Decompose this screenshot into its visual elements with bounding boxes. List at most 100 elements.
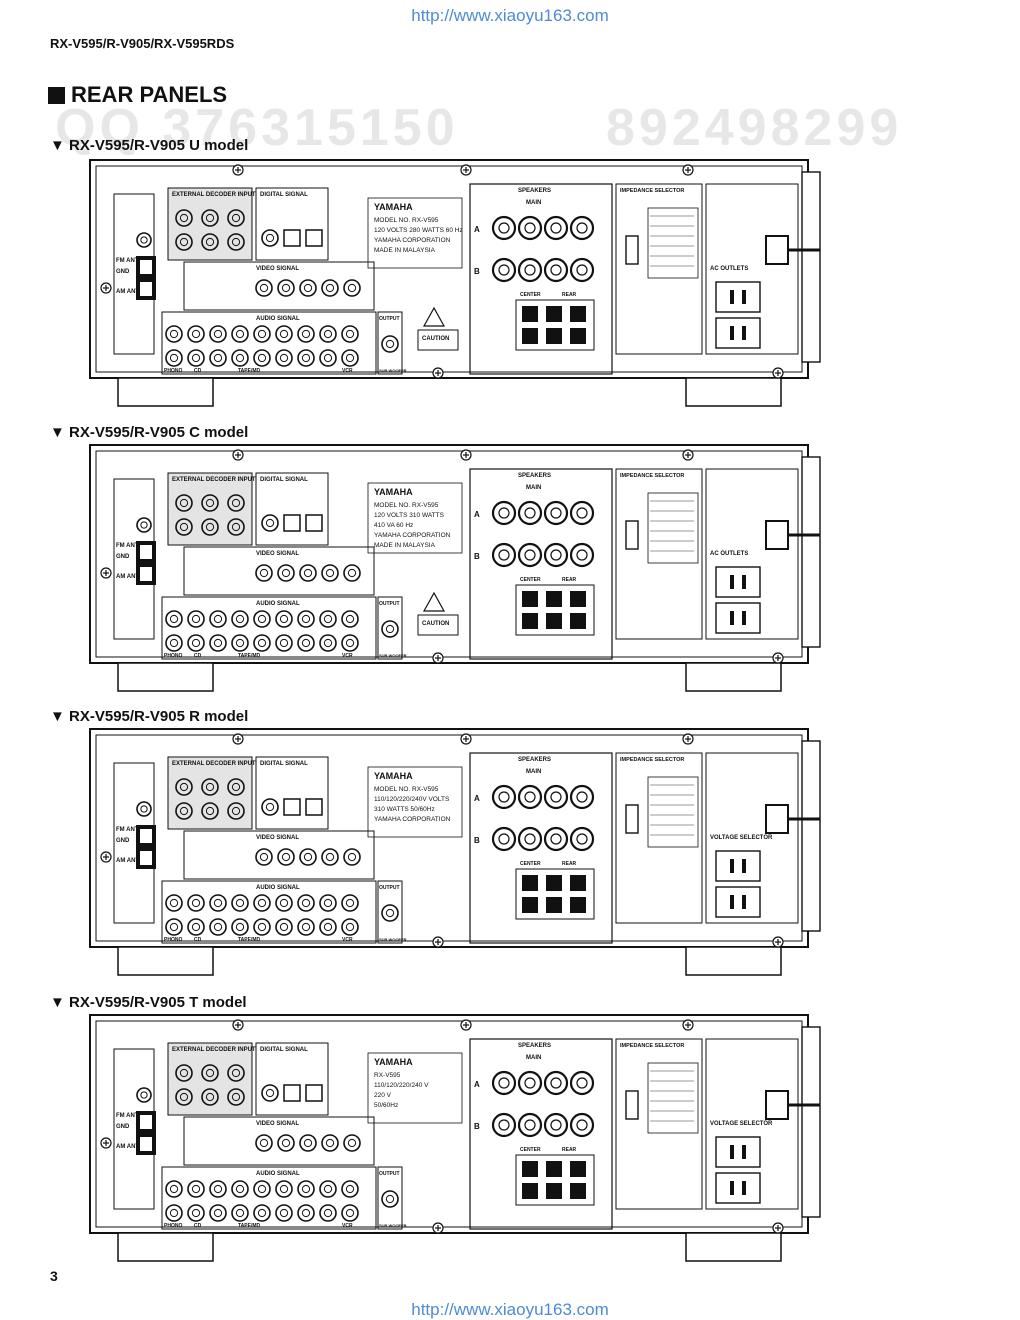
speaker-terminal-icon: [517, 215, 543, 241]
foot: [117, 377, 214, 407]
speaker-a-label: A: [474, 794, 480, 803]
rating-line: 50/60Hz: [374, 1102, 398, 1109]
rca-jack-icon: [381, 335, 399, 353]
page-number: 3: [50, 1268, 58, 1284]
spring-clip-block: [515, 1154, 595, 1206]
speakers-block: [469, 468, 613, 660]
impedance-switch: [625, 235, 639, 265]
rca-jack-icon: [175, 209, 193, 227]
rating-line: 410 VA 60 Hz: [374, 522, 413, 529]
rca-jack-icon: [341, 610, 359, 628]
rca-jack-icon: [165, 894, 183, 912]
speakers-block: [469, 1038, 613, 1230]
rating-line: 110/120/220/240 V: [374, 1082, 429, 1089]
sub-woofer-label: SUB WOOFER: [379, 368, 407, 373]
rca-jack-icon: [187, 610, 205, 628]
right-block-label: VOLTAGE SELECTOR: [710, 835, 773, 841]
spring-clip-icon: [546, 897, 562, 913]
rca-jack-icon: [319, 894, 337, 912]
rca-jack-icon: [231, 1204, 249, 1222]
optical-port-icon: [305, 798, 323, 816]
rca-jack-icon: [201, 209, 219, 227]
rca-jack-icon: [136, 517, 152, 533]
rca-jack-icon: [319, 349, 337, 367]
rca-jack-icon: [165, 1180, 183, 1198]
foot: [117, 946, 214, 976]
rca-jack-icon: [165, 325, 183, 343]
rca-jack-icon: [299, 848, 317, 866]
optical-port-icon: [283, 514, 301, 532]
rca-jack-icon: [321, 1134, 339, 1152]
speakers-label: SPEAKERS: [518, 1043, 551, 1049]
rca-jack-icon: [201, 518, 219, 536]
ac-outlet-icon: [715, 602, 761, 634]
spring-clip-icon: [546, 1183, 562, 1199]
rca-jack-icon: [175, 518, 193, 536]
rca-jack-icon: [227, 209, 245, 227]
rca-jack-icon: [201, 1088, 219, 1106]
side-rail: [801, 1026, 821, 1218]
sub-woofer-label: SUB WOOFER: [379, 653, 407, 658]
audio-label: AUDIO SIGNAL: [256, 601, 300, 607]
rating-line: YAMAHA CORPORATION: [374, 816, 451, 823]
rca-jack-icon: [253, 918, 271, 936]
side-rail: [801, 456, 821, 648]
spring-clip-icon: [570, 1161, 586, 1177]
rca-jack-icon: [227, 778, 245, 796]
rca-jack-icon: [275, 1204, 293, 1222]
rca-jack-icon: [209, 349, 227, 367]
spring-clip-icon: [522, 591, 538, 607]
spring-clip-icon: [522, 897, 538, 913]
speaker-terminal-icon: [491, 257, 517, 283]
square-bullet-icon: [48, 86, 65, 104]
rca-jack-icon: [187, 1204, 205, 1222]
rca-jack-icon: [319, 918, 337, 936]
warning-triangle-icon: [422, 591, 446, 612]
right-block-label: AC OUTLETS: [710, 266, 748, 272]
rca-jack-icon: [175, 1064, 193, 1082]
brand-logo-text: YAMAHA: [374, 771, 413, 781]
rca-jack-icon: [175, 802, 193, 820]
digital-block: [255, 756, 329, 830]
rca-jack-icon: [136, 801, 152, 817]
rating-line: MADE IN MALAYSIA: [374, 542, 436, 549]
rating-line: YAMAHA CORPORATION: [374, 532, 451, 539]
fm-ant-label: FM ANT: [116, 543, 139, 549]
gnd-label: GND: [116, 269, 130, 275]
rca-jack-icon: [297, 1180, 315, 1198]
digital-block: [255, 1042, 329, 1116]
right-block: [705, 1038, 799, 1210]
section-title: REAR PANELS: [48, 82, 227, 108]
rca-jack-icon: [297, 1204, 315, 1222]
speaker-terminal-icon: [491, 500, 517, 526]
rca-jack-icon: [227, 233, 245, 251]
top-url: http://www.xiaoyu163.com: [411, 6, 609, 25]
gnd-label: GND: [116, 554, 130, 560]
rca-jack-icon: [227, 518, 245, 536]
foot: [117, 1232, 214, 1262]
ext-decoder-label: EXTERNAL DECODER INPUT: [172, 477, 256, 483]
speaker-terminal-icon: [569, 1070, 595, 1096]
speaker-b-label: B: [474, 836, 480, 845]
rca-jack-icon: [231, 349, 249, 367]
rca-jack-icon: [227, 494, 245, 512]
rating-label: [367, 1052, 463, 1124]
rca-jack-icon: [275, 1180, 293, 1198]
rca-jack-icon: [319, 634, 337, 652]
vcr-label: VCR: [342, 937, 353, 943]
spring-clip-icon: [546, 306, 562, 322]
rca-jack-icon: [227, 802, 245, 820]
rca-jack-icon: [253, 349, 271, 367]
cd-label: CD: [194, 368, 202, 374]
optical-port-icon: [305, 514, 323, 532]
speaker-terminal-icon: [569, 1112, 595, 1138]
rca-jack-icon: [255, 848, 273, 866]
rca-jack-icon: [187, 634, 205, 652]
rca-jack-icon: [299, 279, 317, 297]
impedance-switch: [625, 804, 639, 834]
rating-line: MODEL NO. RX-V595: [374, 786, 439, 793]
speaker-b-label: B: [474, 552, 480, 561]
rca-jack-icon: [381, 904, 399, 922]
rca-jack-icon: [187, 1180, 205, 1198]
